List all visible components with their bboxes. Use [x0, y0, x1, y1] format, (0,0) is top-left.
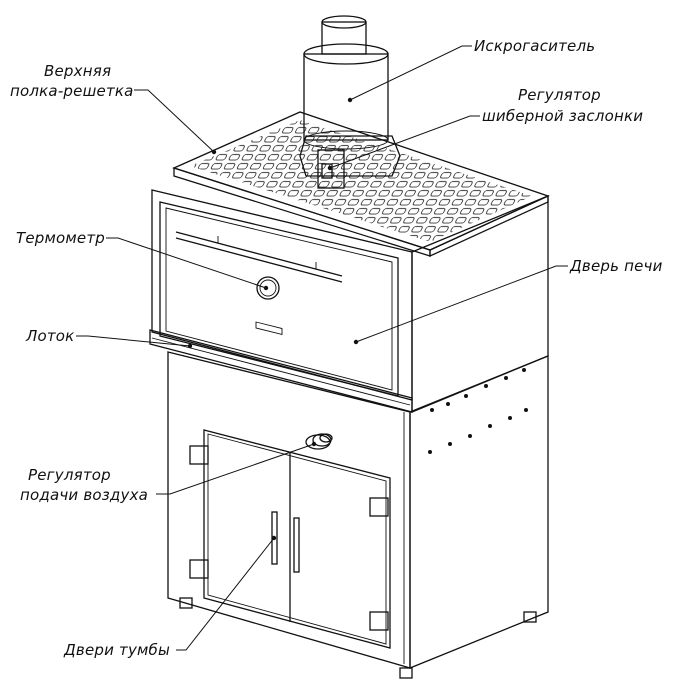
tray[interactable] — [149, 329, 413, 413]
spark-arrester — [303, 15, 389, 150]
label-oven-door: Дверь печи — [569, 257, 663, 275]
cabinet-body — [167, 351, 549, 679]
cabinet-doors[interactable] — [189, 429, 391, 649]
hinge — [369, 497, 389, 517]
label-tray: Лоток — [25, 327, 74, 345]
label-cabinet-doors: Двери тумбы — [63, 641, 170, 659]
top-shelf-grate — [172, 111, 550, 258]
label-spark-arrester: Искрогаситель — [474, 37, 595, 55]
label-damper-line1: Регулятор — [518, 86, 601, 104]
label-air-regulator-line1: Регулятор — [28, 466, 111, 484]
hinge — [189, 445, 209, 465]
nameplate — [255, 321, 283, 336]
label-top-shelf-line1: Верхняя — [44, 62, 111, 80]
label-damper-line2: шиберной заслонки — [482, 107, 643, 125]
door-handle-right[interactable] — [293, 517, 300, 573]
hinge — [369, 611, 389, 631]
label-thermometer: Термометр — [16, 229, 105, 247]
oven-door[interactable] — [159, 201, 399, 397]
label-top-shelf-line2: полка-решетка — [10, 82, 134, 100]
hinge — [189, 559, 209, 579]
damper-regulator[interactable] — [321, 163, 333, 179]
side-vent-holes — [428, 368, 528, 454]
label-air-regulator-line2: подачи воздуха — [20, 486, 148, 504]
leader-lines — [76, 45, 568, 651]
foot-right — [523, 611, 537, 623]
foot-left — [179, 597, 193, 609]
oven-box — [149, 189, 549, 413]
thermometer-dial — [256, 276, 280, 300]
air-regulator-knob[interactable] — [305, 433, 333, 450]
foot-front — [399, 667, 413, 679]
chimney — [299, 135, 401, 189]
